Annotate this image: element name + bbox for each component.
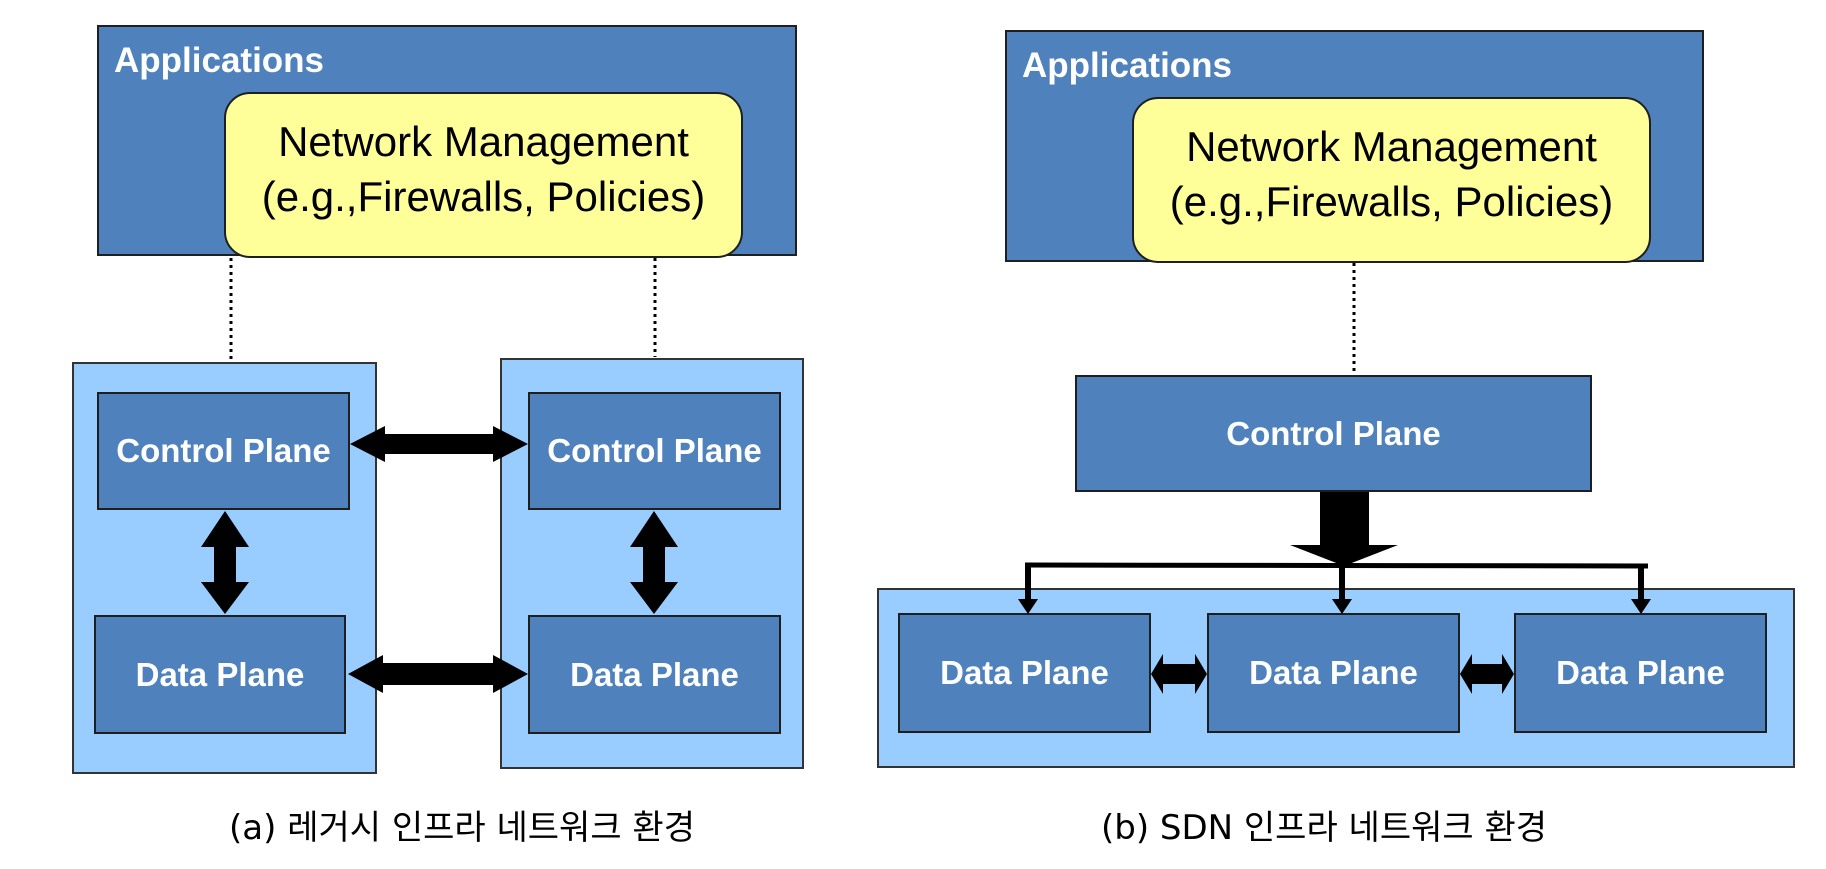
legacy-nm-line1: Network Management bbox=[278, 118, 689, 165]
sdn-data-plane-3-label: Data Plane bbox=[1556, 654, 1725, 691]
legacy-node-2-data-plane-label: Data Plane bbox=[570, 655, 739, 693]
legacy-network-management-box: Network Management (e.g.,Firewalls, Poli… bbox=[224, 92, 743, 258]
sdn-distribution-bus bbox=[1024, 562, 1649, 569]
legacy-node-2-data-plane: Data Plane bbox=[528, 615, 781, 734]
sdn-data-plane-2-label: Data Plane bbox=[1249, 654, 1418, 691]
legacy-network-management-text: Network Management (e.g.,Firewalls, Poli… bbox=[226, 114, 741, 224]
legacy-caption: (a) 레거시 인프라 네트워크 환경 bbox=[229, 808, 695, 848]
legacy-applications-label: Applications bbox=[114, 41, 325, 80]
sdn-applications-label: Applications bbox=[1022, 46, 1233, 85]
sdn-nm-line2: (e.g.,Firewalls, Policies) bbox=[1169, 178, 1614, 225]
sdn-network-management-box: Network Management (e.g.,Firewalls, Poli… bbox=[1132, 97, 1651, 263]
legacy-node-2-control-plane: Control Plane bbox=[528, 392, 781, 510]
legacy-node-1-control-plane-label: Control Plane bbox=[116, 432, 331, 469]
legacy-node-2-control-plane-label: Control Plane bbox=[547, 432, 762, 469]
legacy-node-1-data-plane-label: Data Plane bbox=[135, 655, 305, 693]
sdn-network-management-text: Network Management (e.g.,Firewalls, Poli… bbox=[1134, 119, 1649, 229]
sdn-caption: (b) SDN 인프라 네트워크 환경 bbox=[1100, 808, 1548, 848]
legacy-node-1-data-plane: Data Plane bbox=[94, 615, 346, 734]
sdn-data-plane-1: Data Plane bbox=[898, 613, 1151, 733]
sdn-control-down-arrow bbox=[1290, 492, 1398, 566]
sdn-nm-line1: Network Management bbox=[1186, 123, 1597, 170]
legacy-nm-line2: (e.g.,Firewalls, Policies) bbox=[261, 173, 706, 220]
sdn-data-plane-1-label: Data Plane bbox=[940, 654, 1109, 691]
sdn-data-plane-2: Data Plane bbox=[1207, 613, 1460, 733]
legacy-node-1-control-plane: Control Plane bbox=[97, 392, 350, 510]
sdn-control-plane-label: Control Plane bbox=[1226, 414, 1441, 452]
sdn-data-plane-3: Data Plane bbox=[1514, 613, 1767, 733]
sdn-control-plane: Control Plane bbox=[1075, 375, 1592, 492]
